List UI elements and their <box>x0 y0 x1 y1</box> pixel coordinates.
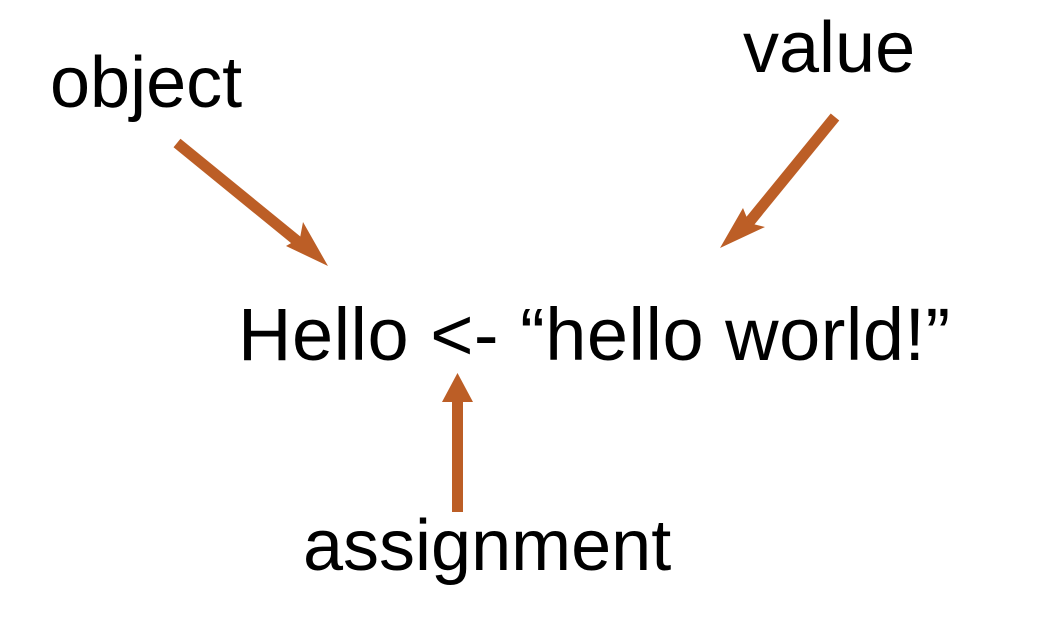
annotation-label-object: object <box>50 43 243 123</box>
arrow-value-to-literal <box>720 113 840 248</box>
code-statement: Hello <- “hello world!” <box>238 293 951 376</box>
arrow-assignment-to-operator <box>442 373 473 512</box>
arrow-value-shaft <box>737 113 840 235</box>
annotation-label-assignment: assignment <box>303 506 672 586</box>
arrow-value-head <box>720 208 765 248</box>
arrow-object-shaft <box>173 138 311 254</box>
arrow-assignment-head <box>442 373 473 402</box>
arrow-object-head <box>286 222 328 266</box>
arrow-object-to-variable <box>173 138 328 266</box>
arrow-assignment-shaft <box>452 399 463 512</box>
annotation-label-value: value <box>743 8 916 88</box>
